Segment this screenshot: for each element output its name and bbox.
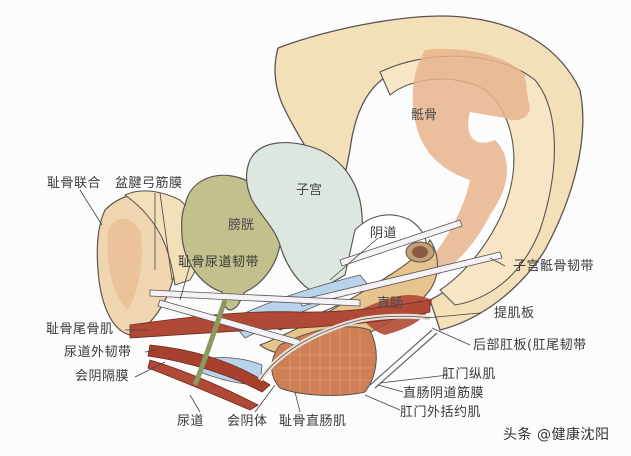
label-puborectalis: 耻骨直肠肌	[279, 414, 347, 429]
label-vagina: 阴道	[370, 226, 398, 241]
sacrum-marrow	[412, 48, 530, 276]
label-longitudinal-anal-muscle: 肛门纵肌	[442, 367, 497, 382]
label-levator-plate: 提肌板	[494, 306, 535, 321]
label-anococcygeal-ligament: 后部肛板(肛尾韧带	[473, 338, 587, 353]
label-external-urethral-ligament: 尿道外韧带	[64, 345, 132, 360]
uterosacral-ligament	[299, 251, 503, 307]
label-perineal-body: 会阴体	[227, 414, 268, 429]
label-rectovaginal-fascia: 直肠阴道筋膜	[403, 386, 485, 401]
label-urethra: 尿道	[177, 414, 205, 429]
puborectalis-muscle	[147, 344, 271, 393]
pubic-marrow	[107, 218, 142, 310]
label-rectum: 直肠	[377, 296, 404, 311]
watermark: 头条 @健康沈阳	[503, 427, 610, 443]
perineal-membrane	[147, 359, 259, 411]
ligament-strand-3	[339, 219, 463, 267]
leader-lines	[79, 189, 506, 413]
label-external-anal-sphincter: 肛门外括约肌	[400, 405, 482, 420]
pubococcygeus-muscle	[129, 299, 431, 339]
label-uterosacral-ligament: 子宫骶骨韧带	[513, 259, 595, 274]
bladder	[181, 174, 282, 311]
label-perineal-membrane: 会阴隔膜	[75, 369, 130, 384]
urethra	[192, 299, 228, 386]
label-pubourethral-ligament: 耻骨尿道韧带	[178, 255, 260, 270]
label-uterus: 子宫	[296, 183, 323, 198]
label-bladder: 膀胱	[228, 218, 255, 233]
label-pubococcygeus: 耻骨尾骨肌	[46, 322, 114, 337]
label-sacrum: 骶骨	[411, 108, 438, 123]
label-pubic-symphysis: 耻骨联合	[47, 176, 102, 191]
ligament-strand	[149, 289, 361, 307]
label-arcus-tendineus: 盆腱弓筋膜	[115, 176, 183, 191]
